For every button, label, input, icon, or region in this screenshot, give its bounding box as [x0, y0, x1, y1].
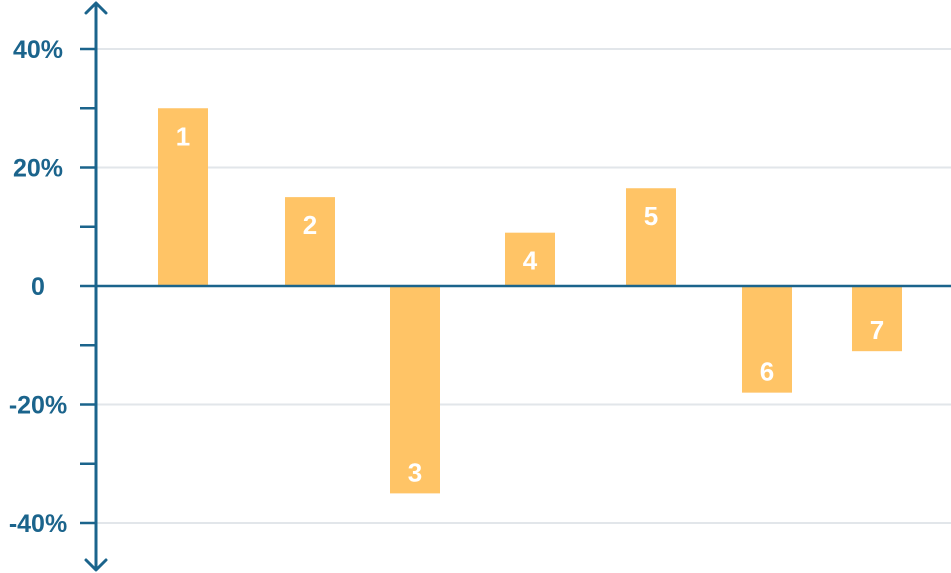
bar-label: 1 — [176, 121, 190, 151]
y-tick-label: 40% — [13, 36, 63, 64]
bar-label: 6 — [760, 357, 774, 387]
bar-label: 3 — [408, 457, 422, 487]
y-axis-arrow-up-icon — [84, 1, 108, 15]
bar-label: 7 — [870, 315, 884, 345]
bar-2 — [285, 197, 335, 286]
bar-6 — [742, 286, 792, 393]
bar-4 — [505, 232, 555, 286]
bar-label: 5 — [644, 201, 658, 231]
y-tick-label: 20% — [13, 155, 63, 183]
y-tick-label: -20% — [9, 392, 67, 420]
y-axis-arrow-down-icon — [84, 558, 108, 572]
bar-3 — [390, 286, 440, 494]
bar-7 — [852, 286, 902, 352]
bar-5 — [626, 188, 676, 286]
y-tick-label: 0 — [31, 273, 45, 301]
bar-label: 2 — [303, 210, 317, 240]
y-tick-label: -40% — [9, 510, 67, 538]
bar-label: 4 — [523, 246, 538, 276]
bar-1 — [158, 108, 208, 286]
